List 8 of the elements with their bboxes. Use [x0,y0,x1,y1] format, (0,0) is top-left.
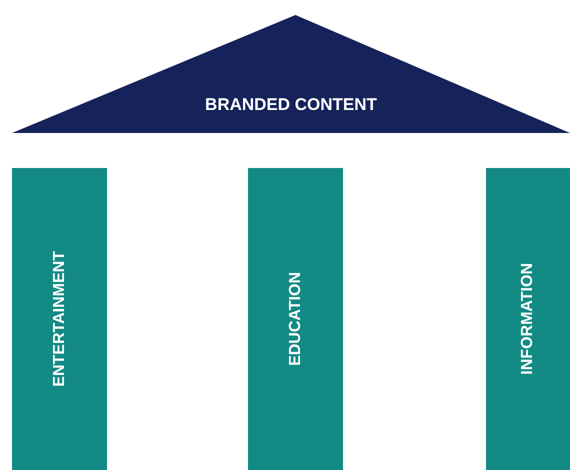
roof-label: BRANDED CONTENT [205,95,377,115]
roof-triangle [12,15,570,133]
pillar-label: INFORMATION [519,263,537,375]
pillar-label: EDUCATION [286,272,304,366]
pillar [248,168,343,470]
pillar [12,168,107,470]
pillar-label: ENTERTAINMENT [50,251,68,387]
pillar [486,168,570,470]
